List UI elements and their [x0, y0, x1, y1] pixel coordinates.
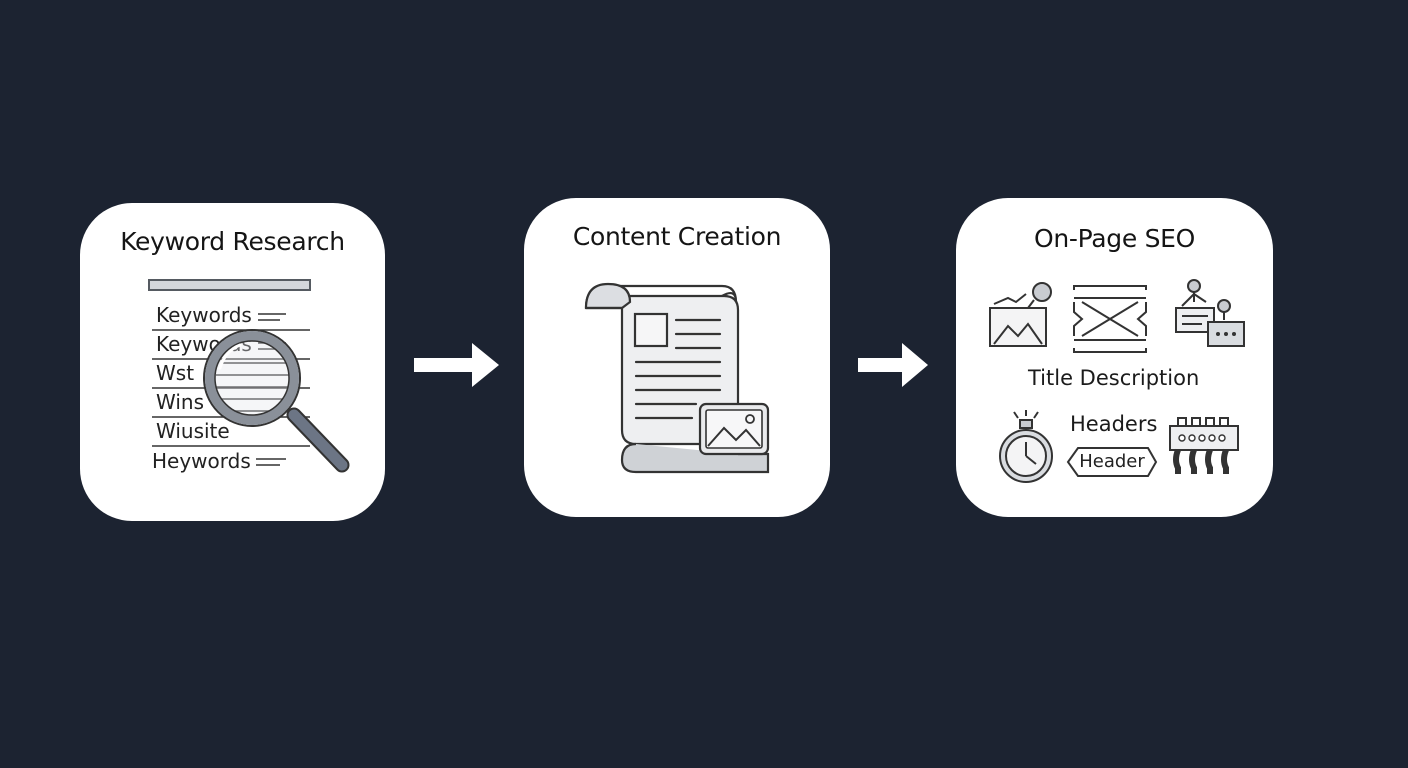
keyword-row: Keywords	[156, 303, 252, 327]
magnifying-glass-icon	[203, 329, 350, 473]
content-creation-card: Content Creation	[524, 198, 830, 517]
on-page-seo-title: On-Page SEO	[1033, 224, 1196, 253]
header-badge-label: Header	[1079, 451, 1145, 472]
title-description-label: Title Description	[1028, 366, 1200, 390]
code-brackets-icon	[1073, 285, 1147, 353]
keyword-row: Wiusite	[156, 419, 230, 443]
keyword-row: Wst	[156, 361, 195, 385]
keyword-row: Heywords	[152, 449, 251, 473]
headers-label: Headers	[1070, 412, 1158, 436]
content-creation-title: Content Creation	[572, 222, 782, 251]
on-page-seo-card: On-Page SEO	[956, 198, 1273, 517]
keyword-list-lines	[152, 313, 310, 466]
stopwatch-icon	[999, 410, 1053, 483]
keyword-research-title: Keyword Research	[120, 227, 345, 256]
keyword-row: Wins	[156, 390, 204, 414]
header-badge-frame	[1066, 447, 1158, 477]
arrow-right-icon	[858, 343, 928, 387]
image-link-icon	[989, 282, 1052, 347]
connector-block-icon	[1169, 417, 1239, 474]
image-icon	[698, 402, 770, 456]
arrow-right-icon	[414, 343, 499, 387]
list-bar-icon	[148, 279, 311, 291]
keyword-research-card: Keyword Research Keywords Keywords Wst W…	[80, 203, 385, 521]
hanging-tags-icon	[1175, 279, 1245, 347]
